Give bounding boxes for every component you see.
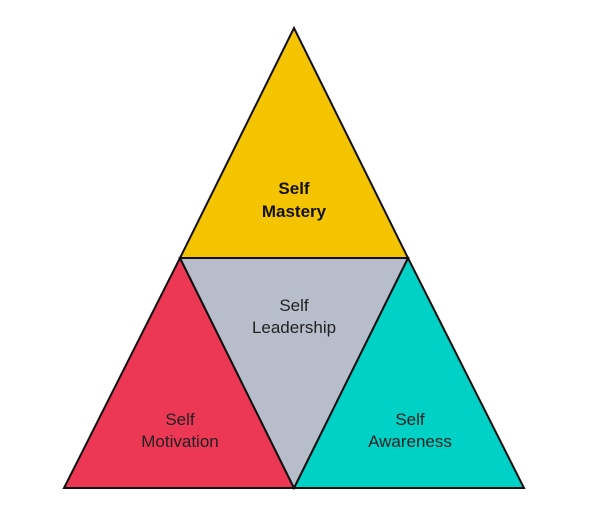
self-leadership-label-line2: Leadership [252,318,336,337]
self-motivation-label-line1: Self [165,410,195,429]
self-motivation-label: Self Motivation [141,410,218,451]
self-mastery-label: Self Mastery [262,179,327,221]
self-awareness-label: Self Awareness [368,410,452,451]
self-awareness-label-line2: Awareness [368,432,452,451]
self-leadership-label-line1: Self [279,296,309,315]
self-leadership-label: Self Leadership [252,296,336,337]
self-mastery-label-line1: Self [278,179,310,198]
self-mastery-triangle [178,25,410,259]
self-mastery-label-line2: Mastery [262,202,327,221]
self-awareness-label-line1: Self [395,410,425,429]
self-motivation-label-line2: Motivation [141,432,218,451]
self-leadership-triangle [178,257,410,491]
